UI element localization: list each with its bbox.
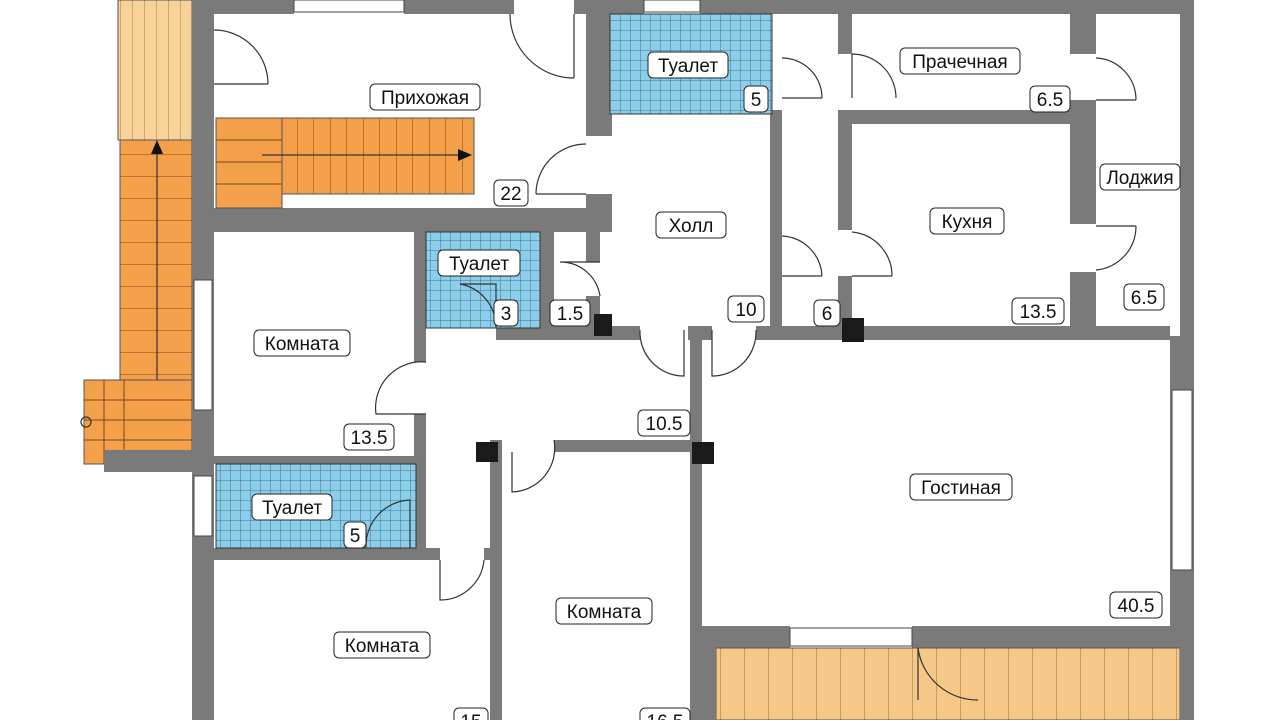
svg-text:Гостиная: Гостиная [921, 478, 1001, 499]
svg-text:Туалет: Туалет [262, 498, 322, 519]
room-area-loggia: 6.5 [1123, 283, 1165, 311]
doors [213, 13, 1137, 701]
room-label-holl: Холл [655, 211, 727, 239]
svg-text:Кухня: Кухня [942, 212, 993, 233]
room-area-living: 40.5 [1109, 591, 1163, 619]
room-label-hall-entry: Прихожая [369, 83, 481, 111]
interior-stair [215, 117, 475, 209]
room-area-room1: 13.5 [343, 423, 395, 451]
svg-text:Прихожая: Прихожая [381, 88, 469, 109]
svg-text:10: 10 [735, 300, 756, 321]
svg-text:5: 5 [751, 90, 762, 111]
svg-text:5: 5 [350, 526, 361, 547]
room-area-corridor-mid: 10.5 [637, 409, 691, 437]
svg-text:13.5: 13.5 [351, 428, 388, 449]
room-label-loggia: Лоджия [1099, 163, 1181, 191]
room-label-toilet2: Туалет [437, 249, 521, 277]
svg-text:22: 22 [500, 184, 521, 205]
svg-text:Холл: Холл [669, 216, 714, 237]
columns [476, 314, 864, 464]
terrace-wall [702, 648, 716, 720]
svg-text:Комната: Комната [345, 636, 420, 657]
room-area-hall-entry: 22 [493, 179, 529, 207]
room-label-living: Гостиная [909, 473, 1013, 501]
room-area-toilet2: 3 [493, 299, 519, 327]
room-label-room3: Комната [555, 597, 653, 625]
svg-text:13.5: 13.5 [1020, 302, 1057, 323]
windows [193, 0, 1193, 647]
svg-text:Туалет: Туалет [449, 254, 509, 275]
room-area-toilet3: 5 [343, 521, 367, 549]
room-area-room2: 15 [453, 707, 489, 720]
svg-text:40.5: 40.5 [1118, 596, 1155, 617]
room-area-closet: 1.5 [549, 299, 591, 327]
outdoor-stairs [80, 0, 193, 465]
svg-text:10.5: 10.5 [646, 414, 683, 435]
svg-text:15: 15 [460, 712, 481, 720]
svg-text:6: 6 [822, 304, 833, 325]
room-label-kitchen: Кухня [929, 207, 1005, 235]
svg-text:16.5: 16.5 [647, 712, 684, 720]
svg-text:Комната: Комната [265, 334, 340, 355]
room-label-room1: Комната [253, 329, 351, 357]
room-area-room3: 16.5 [639, 707, 691, 720]
svg-text:6.5: 6.5 [1037, 90, 1063, 111]
svg-text:Лоджия: Лоджия [1106, 168, 1173, 189]
room-area-toilet1: 5 [743, 85, 769, 113]
room-area-laundry: 6.5 [1029, 85, 1071, 113]
svg-text:1.5: 1.5 [557, 304, 583, 325]
room-area-holl: 10 [727, 295, 765, 323]
terrace-wall-right [1180, 648, 1194, 720]
room-label-room2: Комната [333, 631, 431, 659]
svg-text:Комната: Комната [567, 602, 642, 623]
room-area-corridor-right: 6 [813, 299, 841, 327]
svg-text:Туалет: Туалет [658, 56, 718, 77]
svg-text:6.5: 6.5 [1131, 288, 1157, 309]
room-label-laundry: Прачечная [899, 47, 1021, 75]
terrace-deck [715, 647, 1181, 720]
svg-text:3: 3 [501, 304, 512, 325]
room-label-toilet3: Туалет [251, 493, 333, 521]
room-area-kitchen: 13.5 [1011, 297, 1065, 325]
toilet2-floor [425, 231, 541, 329]
svg-text:Прачечная: Прачечная [912, 52, 1007, 73]
room-label-toilet1: Туалет [647, 51, 729, 79]
